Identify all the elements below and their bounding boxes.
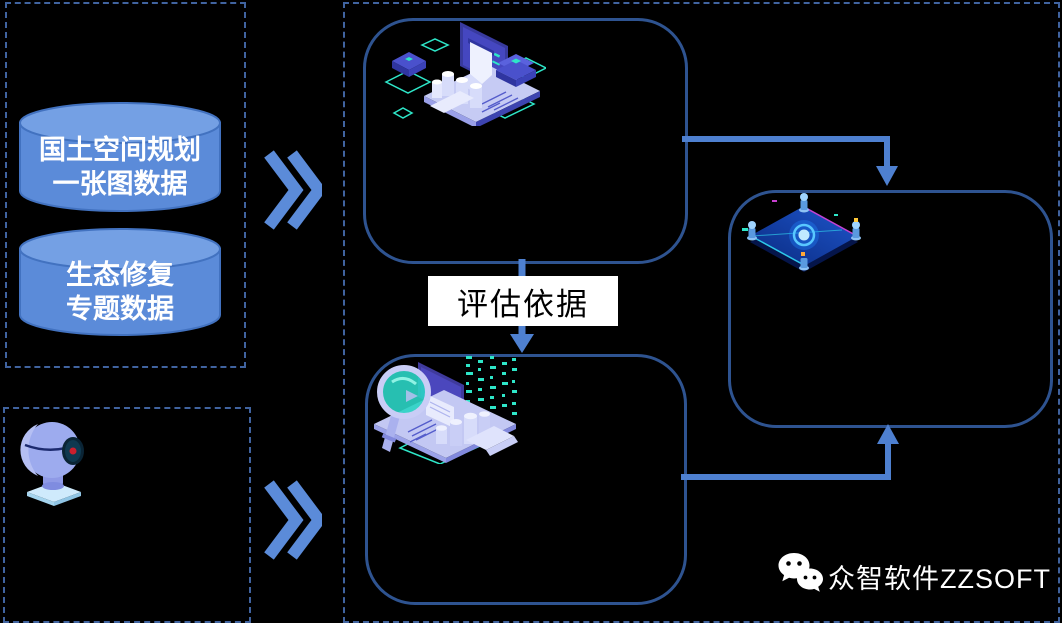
flow-label-text: 评估依据: [457, 286, 589, 322]
laptop-report-analytics-icon: [378, 20, 546, 126]
double-chevron-right-icon-bottom: [264, 479, 322, 561]
cylinder-ecology-line2: 专题数据: [66, 294, 174, 324]
map-platform-3d-icon: [742, 192, 866, 278]
cylinder-planning-line2: 一张图数据: [53, 169, 188, 199]
database-cylinder-ecology: 生态修复 专题数据: [17, 227, 223, 341]
footer-brand: 众智软件ZZSOFT: [828, 559, 1051, 594]
input-group-bottom-box: [3, 407, 251, 623]
cylinder-planning-line1: 国土空间规划: [39, 134, 201, 165]
database-cylinder-planning: 国土空间规划 一张图数据: [17, 101, 223, 215]
magnifier-data-analysis-icon: [366, 352, 530, 464]
input-group-top-box: [5, 2, 246, 368]
double-chevron-right-icon-top: [264, 149, 322, 231]
process-group-box: [343, 2, 1060, 623]
webcam-camera-icon: [18, 418, 90, 510]
footer-brand-text: 众智软件ZZSOFT: [828, 563, 1051, 594]
cylinder-ecology-line1: 生态修复: [66, 260, 175, 290]
flow-label: 评估依据: [428, 276, 618, 326]
wechat-icon: [777, 551, 823, 596]
